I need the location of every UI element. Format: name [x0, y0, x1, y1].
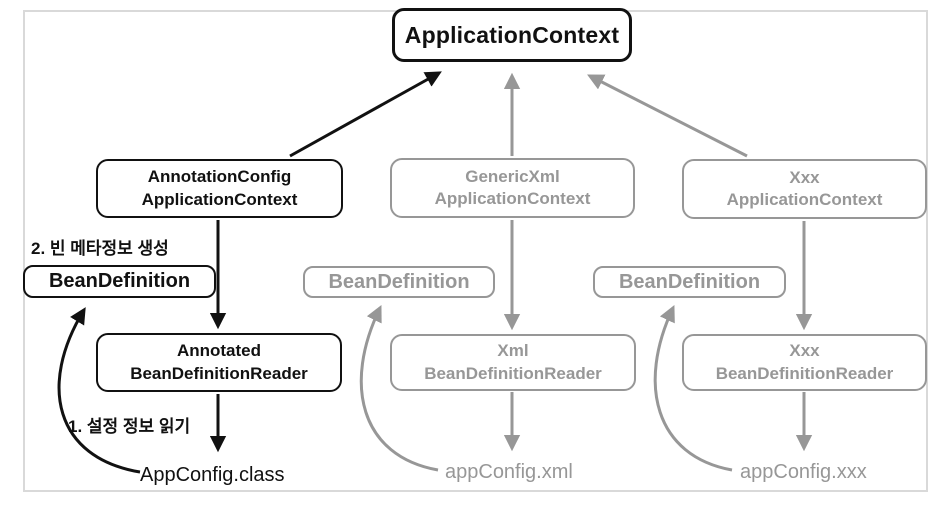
xxx-reader-line1: Xxx — [789, 341, 820, 361]
xxx-bean-definition-reader-box: Xxx BeanDefinitionReader — [682, 334, 927, 391]
appconfig-xxx-label: appConfig.xxx — [740, 461, 867, 483]
bean-definition-xxx-box: BeanDefinition — [593, 266, 786, 298]
application-context-label: ApplicationContext — [404, 21, 620, 48]
bean-definition-xml-label: BeanDefinition — [328, 270, 470, 293]
annotated-reader-line1: Annotated — [176, 341, 262, 361]
annotated-reader-line2: BeanDefinitionReader — [130, 363, 308, 383]
appconfig-class-label: AppConfig.class — [140, 464, 285, 486]
arrow-appconfig-xml-to-beandefinition — [359, 305, 439, 472]
xxx-context-line2: ApplicationContext — [726, 190, 883, 209]
step2-create-bean-metadata-label: 2. 빈 메타정보 생성 — [31, 239, 169, 258]
appconfig-xml-label: appConfig.xml — [445, 461, 573, 483]
xxx-reader-line2: BeanDefinitionReader — [715, 363, 894, 383]
arrow-annotationcontext-to-context — [289, 71, 442, 158]
generic-xml-context-line1: GenericXml — [465, 166, 560, 186]
generic-xml-context-line2: ApplicationContext — [434, 189, 591, 208]
xxx-context-line1: Xxx — [789, 167, 820, 187]
application-context-box: ApplicationContext — [392, 8, 632, 62]
annotation-config-context-line2: ApplicationContext — [141, 189, 298, 209]
arrow-appconfig-xxx-to-beandefinition — [653, 305, 733, 472]
xml-bean-definition-reader-box: Xml BeanDefinitionReader — [390, 334, 636, 391]
annotation-config-context-box: AnnotationConfig ApplicationContext — [96, 159, 343, 218]
annotated-bean-definition-reader-box: Annotated BeanDefinitionReader — [96, 333, 342, 392]
arrow-xxxcontext-to-context — [587, 74, 748, 158]
generic-xml-context-box: GenericXml ApplicationContext — [390, 158, 635, 218]
step1-read-config-label: 1. 설정 정보 읽기 — [68, 417, 191, 436]
bean-definition-xml-box: BeanDefinition — [303, 266, 495, 298]
xxx-context-box: Xxx ApplicationContext — [682, 159, 927, 219]
annotation-config-context-line1: AnnotationConfig — [147, 167, 292, 187]
xml-reader-line2: BeanDefinitionReader — [424, 363, 602, 383]
xml-reader-line1: Xml — [497, 341, 529, 361]
bean-definition-xxx-label: BeanDefinition — [618, 270, 761, 293]
bean-definition-annotation-box: BeanDefinition — [23, 265, 216, 298]
bean-definition-annotation-label: BeanDefinition — [48, 270, 191, 293]
arrow-appconfig-class-to-beandefinition — [57, 307, 141, 474]
